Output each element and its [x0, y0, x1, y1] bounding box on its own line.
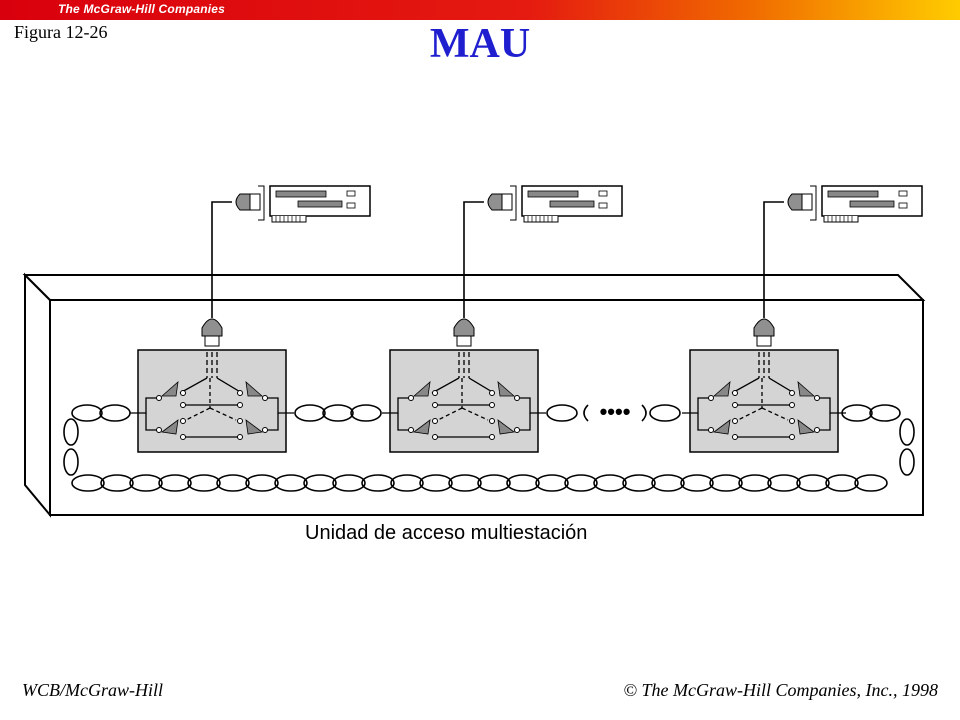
- footer-copyright: © The McGraw-Hill Companies, Inc., 1998: [623, 680, 938, 700]
- footer-publisher: WCB/McGraw-Hill: [22, 680, 163, 700]
- ring-right-end: [899, 418, 915, 476]
- mau-port-plug-icon: [453, 318, 475, 347]
- card-connector-icon: [235, 193, 261, 211]
- ring-upper-mid2: [546, 404, 681, 422]
- station-2: [382, 185, 623, 453]
- relay-contacts: [708, 390, 820, 440]
- network-card: [810, 185, 923, 223]
- station-1: [130, 185, 371, 453]
- relay-switch-lines: [130, 352, 294, 438]
- station-3: [682, 185, 923, 453]
- brand-bar: The McGraw-Hill Companies: [0, 0, 960, 20]
- card-connector-icon: [487, 193, 513, 211]
- ring-upper-mid1: [294, 404, 382, 422]
- relay-arrows: [412, 380, 516, 435]
- relay-box: [689, 349, 839, 453]
- relay-arrows: [160, 380, 264, 435]
- diagram-caption: Unidad de acceso multiestación: [305, 522, 588, 544]
- lobe-cable: [763, 201, 784, 318]
- lobe-cable: [211, 201, 232, 318]
- relay-contacts: [156, 390, 268, 440]
- network-card: [510, 185, 623, 223]
- figure-label: Figura 12-26: [14, 22, 108, 42]
- relay-contacts: [408, 390, 520, 440]
- more-stations-ellipsis: ••••: [600, 399, 631, 424]
- relay-box: [389, 349, 539, 453]
- mau-port-plug-icon: [201, 318, 223, 347]
- ring-left-end: [63, 418, 79, 476]
- ring-lower: [71, 474, 888, 492]
- mau-port-plug-icon: [753, 318, 775, 347]
- network-card: [258, 185, 371, 223]
- relay-box: [137, 349, 287, 453]
- relay-arrows: [712, 380, 816, 435]
- mau-diagram: ••••: [22, 185, 926, 518]
- page-title: MAU: [429, 21, 531, 67]
- brand-logo: The McGraw-Hill Companies: [58, 2, 226, 16]
- lobe-cable: [463, 201, 484, 318]
- card-connector-icon: [787, 193, 813, 211]
